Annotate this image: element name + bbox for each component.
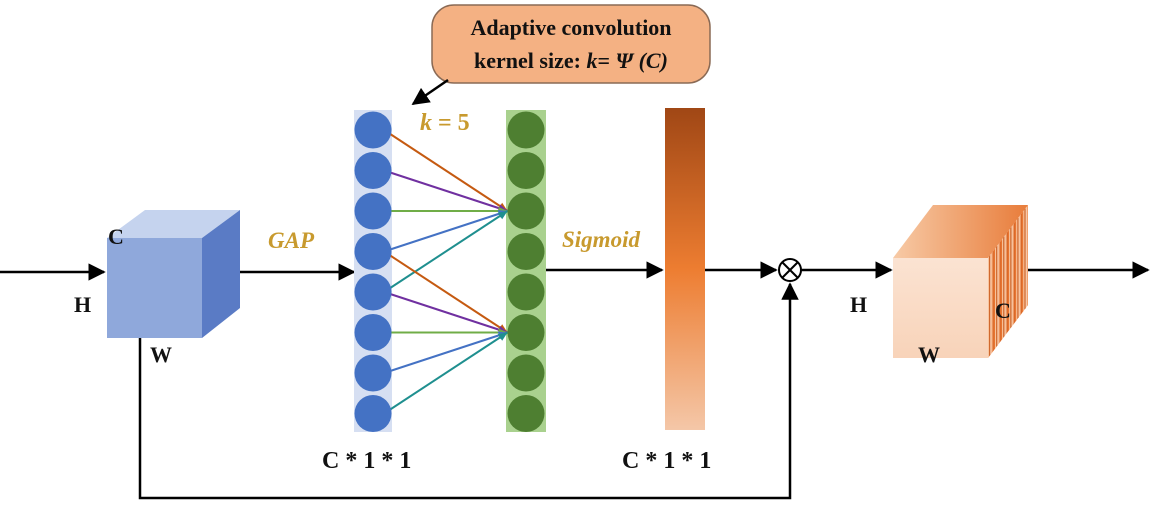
sigmoid-label: Sigmoid [562, 227, 640, 252]
conv-edges [383, 129, 509, 415]
output-channel-stripe [988, 256, 990, 358]
output-channel-stripe [1023, 209, 1025, 312]
input-c-label: C [108, 224, 124, 249]
output-channel-stripe [1024, 208, 1026, 310]
output-channel-stripe [1002, 237, 1004, 340]
conv-edge [383, 210, 509, 293]
callout-line2: kernel size: k= Ψ (C) [474, 48, 668, 73]
callout-line1: Adaptive convolution [470, 15, 671, 40]
output-channel-stripe [990, 253, 992, 355]
blue-channel-node [354, 314, 392, 351]
callout-box [431, 4, 711, 84]
green-channel-node [507, 354, 545, 392]
output-channel-stripe [1006, 231, 1008, 334]
blue-channel-node [354, 354, 392, 392]
output-channel-stripe [993, 248, 996, 351]
green-node-column [507, 111, 545, 432]
blue-channel-node [354, 192, 392, 230]
output-channel-stripe [1022, 211, 1024, 313]
output-channel-stripe [1011, 225, 1013, 327]
multiply-node [778, 258, 802, 282]
output-c-label: C [995, 298, 1011, 323]
output-channel-stripe [996, 245, 998, 348]
green-channel-node [507, 152, 545, 189]
output-channel-stripe [1018, 215, 1020, 318]
output-block-side [988, 205, 1028, 358]
conv-edge [383, 331, 508, 374]
output-channel-stripe [1005, 233, 1007, 335]
green-channel-node [507, 273, 545, 311]
output-channel-stripe [1016, 219, 1018, 321]
input-h-label: H [74, 292, 91, 317]
input-w-label: W [150, 342, 172, 367]
green-channel-node [507, 111, 545, 149]
output-channel-stripe [1010, 226, 1012, 329]
conv-edge [383, 129, 509, 212]
conv-edge [383, 210, 508, 253]
blue-channel-node [354, 152, 392, 189]
conv-edge-arrowhead [497, 211, 508, 220]
output-channel-stripe [992, 250, 994, 352]
input-feature-block [107, 210, 240, 338]
output-h-label: H [850, 292, 867, 317]
output-channel-stripe [995, 247, 997, 349]
output-w-label: W [918, 342, 940, 367]
output-channel-stripe [999, 240, 1001, 343]
output-block-front [893, 258, 988, 358]
blue-channel-node [354, 273, 392, 311]
conv-edge [383, 331, 509, 415]
conv-edge [383, 169, 508, 212]
callout-arrow [411, 78, 449, 106]
blue-node-column [354, 111, 392, 432]
callout: Adaptive convolution kernel size: k= Ψ (… [411, 4, 711, 106]
sigmoid-weight-bar [665, 108, 705, 430]
blue-channel-node [354, 233, 392, 270]
output-channel-stripe [1013, 222, 1016, 324]
input-block-top [107, 210, 240, 238]
output-channel-stripe [1009, 228, 1011, 330]
output-channel-stripe [1012, 223, 1014, 326]
conv-edge [383, 250, 509, 334]
output-block-top [893, 205, 1028, 258]
blue-channel-node [354, 395, 392, 432]
output-feature-block [893, 205, 1028, 358]
right-dims-label: C * 1 * 1 [622, 448, 711, 474]
output-channel-stripe [997, 243, 999, 346]
output-channel-stripe [1004, 234, 1006, 337]
output-channel-stripe [1015, 220, 1017, 323]
gap-label: GAP [268, 228, 315, 253]
output-channel-stripe [989, 254, 991, 357]
conv-edge-arrowhead [497, 332, 508, 341]
blue-channel-node [354, 111, 392, 149]
output-channel-stripe [1017, 217, 1019, 320]
green-channel-node [507, 233, 545, 270]
skip-connection [138, 282, 799, 500]
output-channel-stripe [1003, 236, 1005, 338]
output-channel-stripe [1025, 206, 1027, 309]
output-channel-stripe [1008, 229, 1010, 332]
output-channel-stripe [1000, 239, 1003, 341]
output-channel-stripe [998, 242, 1000, 344]
green-channel-node [507, 192, 545, 230]
input-block-front [107, 238, 202, 338]
input-block-side [202, 210, 240, 338]
left-dims-label: C * 1 * 1 [322, 448, 411, 474]
output-channel-stripe [1026, 205, 1028, 307]
green-channel-node [507, 395, 545, 432]
conv-edge [383, 291, 508, 334]
kernel-size-label: k = 5 [420, 110, 470, 136]
output-channel-stripe [1020, 212, 1023, 315]
output-channel-stripe [991, 251, 993, 354]
green-channel-node [507, 314, 545, 351]
output-channel-stripe [1019, 214, 1021, 316]
